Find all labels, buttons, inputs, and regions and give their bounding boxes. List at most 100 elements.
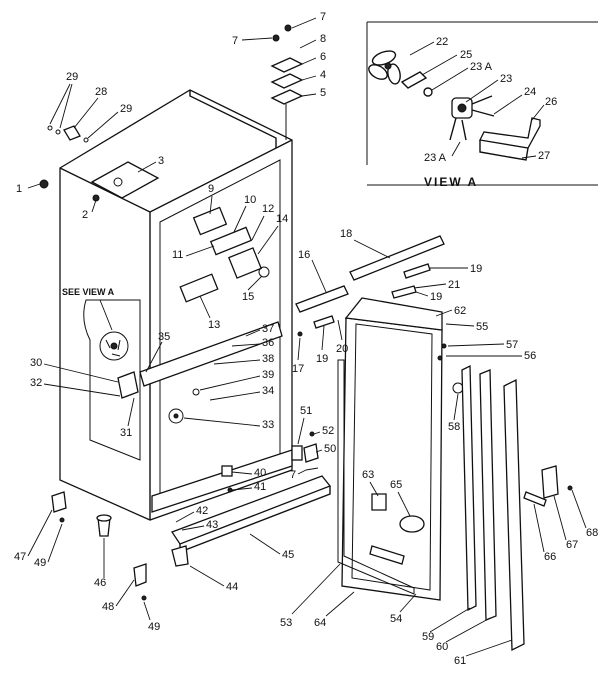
callout-13: 13 — [208, 319, 220, 331]
refrigerator-cabinet — [59, 89, 293, 521]
callout-7-top: 7 — [320, 11, 326, 23]
callout-68: 68 — [586, 527, 598, 539]
leveling-feet — [51, 491, 147, 601]
callout-6: 6 — [320, 51, 326, 63]
callout-7-left: 7 — [232, 35, 238, 47]
evaporator-fan-parts — [179, 206, 270, 303]
callout-22: 22 — [436, 36, 448, 48]
callout-32: 32 — [30, 377, 42, 389]
callout-16: 16 — [298, 249, 310, 261]
callout-12: 12 — [262, 203, 274, 215]
door-strips — [461, 364, 525, 652]
fan-blade — [368, 50, 401, 85]
callout-52: 52 — [322, 425, 334, 437]
callout-41: 41 — [254, 481, 266, 493]
callout-26: 26 — [545, 96, 557, 108]
callout-59: 59 — [422, 631, 434, 643]
callout-36: 36 — [262, 337, 274, 349]
fan-motor — [449, 95, 495, 141]
callout-8: 8 — [320, 33, 326, 45]
callout-35: 35 — [158, 331, 170, 343]
motor-bracket — [479, 117, 541, 161]
main-callouts: 7 7 8 6 4 5 29 28 29 3 2 1 9 10 12 14 11 — [14, 11, 598, 667]
callout-33: 33 — [262, 419, 274, 431]
callout-56: 56 — [524, 350, 536, 362]
callout-34: 34 — [262, 385, 274, 397]
refrigerator-door — [337, 297, 443, 601]
view-a-inset: 22 25 23 A 23 24 26 23 A 27 VIEW A — [366, 21, 598, 189]
callout-58: 58 — [448, 421, 460, 433]
callout-2: 2 — [82, 209, 88, 221]
callout-17: 17 — [292, 363, 304, 375]
callout-18: 18 — [340, 228, 352, 240]
callout-64: 64 — [314, 617, 326, 629]
control-housing — [117, 321, 283, 424]
callout-19-a: 19 — [470, 263, 482, 275]
callout-27: 27 — [538, 150, 550, 162]
inset-callouts: 22 25 23 A 23 24 26 23 A 27 — [409, 36, 557, 164]
bottom-hinge-parts — [291, 431, 319, 471]
callout-9: 9 — [208, 183, 214, 195]
view-a-title: VIEW A — [424, 175, 478, 189]
callout-63: 63 — [362, 469, 374, 481]
callout-15: 15 — [242, 291, 254, 303]
bottom-grille-parts — [171, 465, 332, 567]
callout-44: 44 — [226, 581, 238, 593]
callout-49-left: 49 — [34, 557, 46, 569]
callout-39: 39 — [262, 369, 274, 381]
callout-45: 45 — [282, 549, 294, 561]
callout-30: 30 — [30, 357, 42, 369]
callout-11: 11 — [172, 249, 183, 261]
fan-hub — [400, 71, 433, 97]
callout-24: 24 — [524, 86, 536, 98]
callout-28: 28 — [95, 86, 107, 98]
top-left-small-parts — [39, 125, 100, 202]
callout-23a-top: 23 A — [470, 61, 493, 73]
callout-31: 31 — [120, 427, 132, 439]
callout-51: 51 — [300, 405, 312, 417]
callout-23: 23 — [500, 73, 512, 85]
callout-20: 20 — [336, 343, 348, 355]
callout-38: 38 — [262, 353, 274, 365]
callout-46: 46 — [94, 577, 106, 589]
callout-53: 53 — [280, 617, 292, 629]
door-hinge-right — [523, 465, 573, 507]
callout-29-right: 29 — [120, 103, 132, 115]
callout-1: 1 — [16, 183, 22, 195]
callout-47: 47 — [14, 551, 26, 563]
callout-19-b: 19 — [430, 291, 442, 303]
callout-37: 37 — [262, 323, 274, 335]
cabinet-fan-callout — [99, 331, 129, 361]
callout-3: 3 — [158, 155, 164, 167]
callout-29-left: 29 — [66, 71, 78, 83]
see-view-a-note: SEE VIEW A — [62, 287, 115, 297]
callout-23a-bottom: 23 A — [424, 152, 447, 164]
callout-25: 25 — [460, 49, 472, 61]
callout-21: 21 — [448, 279, 460, 291]
callout-57: 57 — [506, 339, 518, 351]
callout-42: 42 — [196, 505, 208, 517]
callout-4: 4 — [320, 69, 326, 81]
callout-40: 40 — [254, 467, 266, 479]
callout-5: 5 — [320, 87, 326, 99]
callout-67: 67 — [566, 539, 578, 551]
callout-19-c: 19 — [316, 353, 328, 365]
callout-14: 14 — [276, 213, 288, 225]
callout-10: 10 — [244, 194, 256, 206]
callout-43: 43 — [206, 519, 218, 531]
callout-60: 60 — [436, 641, 448, 653]
door-top-trims — [295, 235, 445, 337]
callout-61: 61 — [454, 655, 466, 667]
callout-50: 50 — [324, 443, 336, 455]
callout-7-bottom: 7 — [290, 469, 296, 481]
callout-48: 48 — [102, 601, 114, 613]
callout-62: 62 — [454, 305, 466, 317]
callout-66: 66 — [544, 551, 556, 563]
callout-65: 65 — [390, 479, 402, 491]
callout-49-bottom: 49 — [148, 621, 160, 633]
callout-54: 54 — [390, 613, 402, 625]
callout-55: 55 — [476, 321, 488, 333]
top-hinge-assembly — [270, 24, 304, 140]
